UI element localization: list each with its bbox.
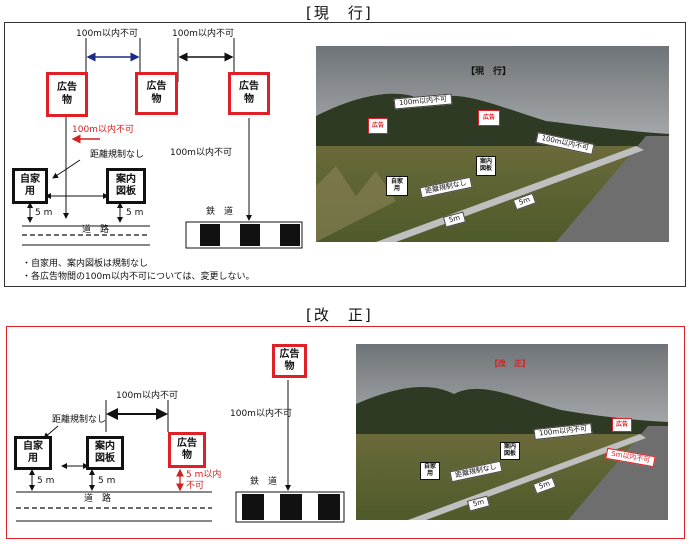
railway-label: 鉄 道 <box>206 207 234 217</box>
revised-railway-label: 鉄 道 <box>250 477 278 487</box>
revised-own-use-box: 自家 用 <box>14 436 52 470</box>
section-title-revised: [改 正] <box>306 306 373 324</box>
revised-top-dim-label: 100m以内不可 <box>116 391 178 401</box>
rail-dim-label: 100m以内不可 <box>170 148 232 158</box>
revised-photo-scene <box>356 344 668 520</box>
section-title-current: [現 行] <box>306 4 373 22</box>
ad-box-3: 広告 物 <box>228 72 270 115</box>
no-limit-label: 距離規制なし <box>90 150 145 160</box>
revised-road-label: 道 路 <box>84 494 112 504</box>
photo-ad-right: 広告 <box>478 110 500 126</box>
photo-title-current: 【現 行】 <box>466 67 512 77</box>
own-use-box: 自家 用 <box>12 168 48 204</box>
revised-photo-own-use: 自家 用 <box>420 462 440 480</box>
revised-photo-ad: 広告 <box>612 418 632 432</box>
photo-guide-board: 案内 図板 <box>476 156 496 176</box>
photo-title-revised: 【改 正】 <box>490 359 530 368</box>
road-label: 道 路 <box>82 225 110 235</box>
current-panel <box>4 22 686 287</box>
dist-left-label: 5 m <box>35 208 53 218</box>
revised-panel <box>6 326 685 539</box>
note-1: ・自家用、案内図板は規制なし <box>22 259 149 269</box>
red-dim-label: 100m以内不可 <box>72 125 134 135</box>
current-photo: 【現 行】 広告 広告 100m以内不可 100m以内不可 自家 用 案内 図板… <box>316 46 669 242</box>
revised-dist-left-label: 5 m <box>37 476 55 486</box>
revised-ad-box: 広告 物 <box>168 432 206 468</box>
photo-own-use: 自家 用 <box>386 176 408 196</box>
guide-board-box: 案内 図板 <box>106 168 146 204</box>
current-diagram-lines <box>22 38 303 249</box>
revised-dist-red-label: 5 m以内 不可 <box>186 470 222 491</box>
revised-ad-top-box: 広告 物 <box>272 344 307 378</box>
revised-dist-mid-label: 5 m <box>98 476 116 486</box>
revised-rail-dim-label: 100m以内不可 <box>230 409 292 419</box>
top-dim-label-2: 100m以内不可 <box>172 29 234 39</box>
dist-right-label: 5 m <box>126 208 144 218</box>
note-2: ・各広告物間の100m以内不可については、変更しない。 <box>22 272 255 283</box>
notes: ・自家用、案内図板は規制なし ・各広告物間の100m以内不可については、変更しな… <box>22 258 255 284</box>
ad-box-1: 広告 物 <box>46 72 88 117</box>
revised-no-limit-label: 距離規制なし <box>52 415 107 425</box>
revised-photo: 【改 正】 広告 5m以内不可 100m以内不可 自家 用 案内 図板 距離規制… <box>356 344 668 520</box>
top-dim-label-1: 100m以内不可 <box>76 29 138 39</box>
revised-guide-board-box: 案内 図板 <box>86 436 124 470</box>
photo-ad-left: 広告 <box>368 118 388 134</box>
ad-box-2: 広告 物 <box>135 72 178 115</box>
revised-photo-guide-board: 案内 図板 <box>500 442 520 460</box>
